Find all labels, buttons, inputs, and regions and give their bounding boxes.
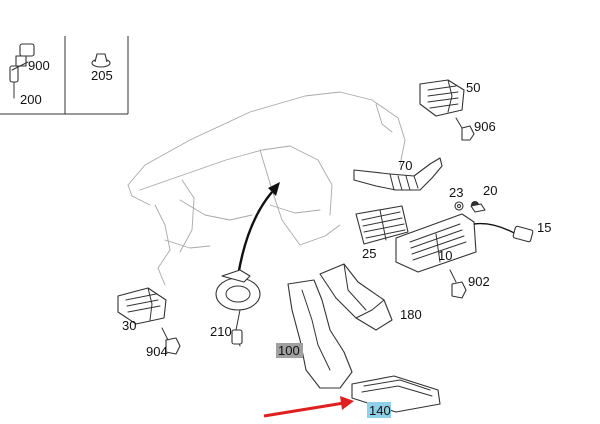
label-100: 100 <box>278 343 300 358</box>
part-23-nut[interactable] <box>454 201 464 211</box>
label-210: 210 <box>210 324 232 339</box>
label-140: 140 <box>369 403 391 418</box>
label-10: 10 <box>438 248 452 263</box>
label-20: 20 <box>483 183 497 198</box>
part-902-clip[interactable] <box>449 269 467 299</box>
part-50-side-vent[interactable] <box>419 79 465 117</box>
label-205: 205 <box>91 68 113 83</box>
label-70: 70 <box>398 158 412 173</box>
label-50: 50 <box>466 80 480 95</box>
part-30-left-vent[interactable] <box>117 287 167 325</box>
label-23: 23 <box>449 185 463 200</box>
label-25: 25 <box>362 246 376 261</box>
part-900-bulb-socket[interactable] <box>9 43 35 99</box>
part-20-screw[interactable] <box>470 201 486 213</box>
part-904-clip[interactable] <box>161 327 181 355</box>
dashboard-outline <box>127 91 406 286</box>
part-140-floor-duct[interactable] <box>351 375 441 413</box>
label-100-highlight <box>276 343 303 358</box>
label-902: 902 <box>468 274 490 289</box>
part-15-connector[interactable] <box>473 222 534 243</box>
part-100-center-duct[interactable] <box>287 279 353 389</box>
red-pointer-arrow <box>263 396 354 418</box>
part-180-air-duct[interactable] <box>319 263 393 331</box>
assembly-arrow <box>236 182 280 277</box>
inset-frame <box>0 36 129 115</box>
part-906-clip[interactable] <box>455 117 475 141</box>
label-900: 900 <box>28 58 50 73</box>
label-904: 904 <box>146 344 168 359</box>
label-15: 15 <box>537 220 551 235</box>
part-10-center-vent[interactable] <box>395 213 477 273</box>
label-180: 180 <box>400 307 422 322</box>
label-30: 30 <box>122 318 136 333</box>
part-70-duct-hose[interactable] <box>353 157 443 191</box>
part-25-vent-grille[interactable] <box>355 205 409 245</box>
label-140-highlight <box>367 402 391 418</box>
label-906: 906 <box>474 119 496 134</box>
part-205-clip[interactable] <box>91 53 111 68</box>
label-200: 200 <box>20 92 42 107</box>
part-210-blower-motor[interactable] <box>215 269 261 347</box>
